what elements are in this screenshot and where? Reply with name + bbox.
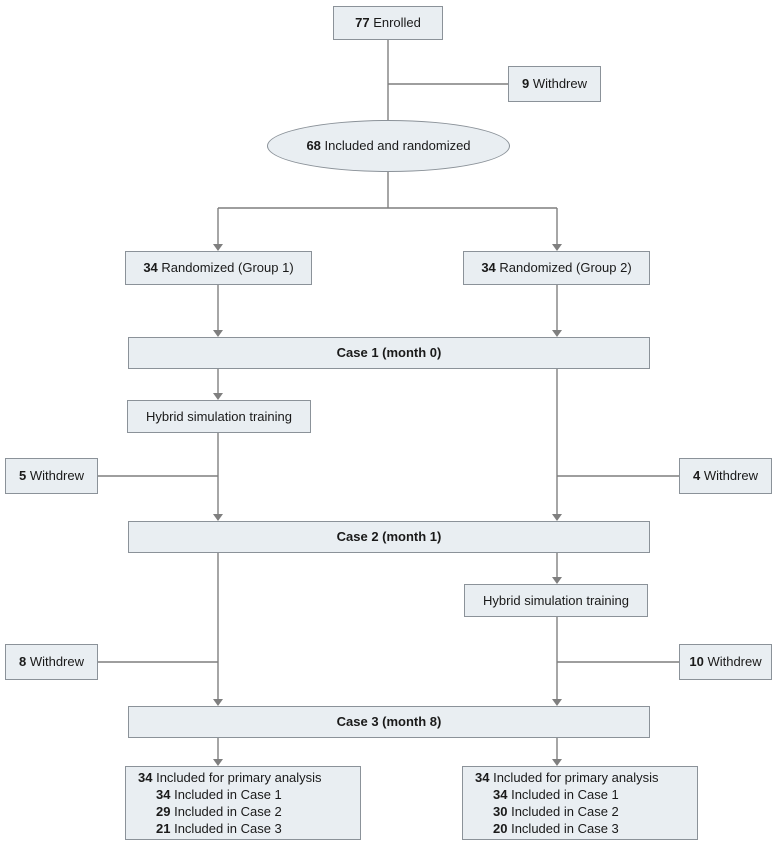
withdrew-left-1-text: Withdrew [29, 468, 85, 484]
node-final-group2: 34 Included for primary analysis 34 Incl… [462, 766, 698, 840]
final-group2-line-4: 20 Included in Case 3 [493, 821, 619, 836]
withdrew-left-2-text: Withdrew [29, 654, 85, 670]
withdrew-top-text: Withdrew [532, 76, 588, 92]
arrowheads [213, 244, 562, 766]
withdrew-left-1-label: 5 Withdrew [19, 468, 84, 484]
enrolled-label: 77 Enrolled [355, 15, 421, 31]
node-hybrid-training-group2: Hybrid simulation training [464, 584, 648, 617]
withdrew-right-2-text: Withdrew [707, 654, 762, 670]
group2-count: 34 [481, 260, 496, 276]
withdrew-left-2-label: 8 Withdrew [19, 654, 84, 670]
withdrew-left-2-count: 8 [18, 654, 27, 670]
randomized-label: 68 Included and randomized [306, 138, 470, 154]
group1-text: Randomized (Group 1) [161, 260, 294, 276]
final-group1-line-3: 29 Included in Case 2 [156, 804, 282, 819]
withdrew-right-1-text: Withdrew [703, 468, 759, 484]
enrolled-text: Enrolled [373, 15, 421, 31]
flow-lines [98, 40, 679, 760]
withdrew-right-1-label: 4 Withdrew [693, 468, 758, 484]
withdrew-left-1-count: 5 [18, 468, 27, 484]
final-group2-line-1: 34 Included for primary analysis [475, 770, 659, 785]
node-group1: 34 Randomized (Group 1) [125, 251, 312, 285]
node-withdrew-top: 9 Withdrew [508, 66, 601, 102]
group2-text: Randomized (Group 2) [499, 260, 632, 276]
enrolled-count: 77 [355, 15, 370, 31]
node-randomized: 68 Included and randomized [267, 120, 510, 172]
case1-label: Case 1 (month 0) [336, 345, 442, 361]
randomized-text: Included and randomized [324, 138, 471, 154]
node-case3: Case 3 (month 8) [128, 706, 650, 738]
final-group1-line-2: 34 Included in Case 1 [156, 787, 282, 802]
node-final-group1: 34 Included for primary analysis 34 Incl… [125, 766, 361, 840]
node-group2: 34 Randomized (Group 2) [463, 251, 650, 285]
final-group1-line-4: 21 Included in Case 3 [156, 821, 282, 836]
node-enrolled: 77 Enrolled [333, 6, 443, 40]
randomized-count: 68 [306, 138, 321, 154]
hybrid-group2-label: Hybrid simulation training [483, 592, 629, 608]
case2-label: Case 2 (month 1) [336, 529, 442, 545]
withdrew-top-label: 9 Withdrew [522, 76, 587, 92]
case3-label: Case 3 (month 8) [336, 714, 442, 730]
withdrew-right-1-count: 4 [692, 468, 701, 484]
final-group1-line-1: 34 Included for primary analysis [138, 770, 322, 785]
withdrew-right-2-label: 10 Withdrew [689, 654, 761, 670]
node-withdrew-right-2: 10 Withdrew [679, 644, 772, 680]
withdrew-right-2-count: 10 [689, 654, 704, 670]
group2-label: 34 Randomized (Group 2) [481, 260, 631, 276]
withdrew-top-count: 9 [521, 76, 530, 92]
group1-label: 34 Randomized (Group 1) [143, 260, 293, 276]
node-withdrew-right-1: 4 Withdrew [679, 458, 772, 494]
final-group2-line-2: 34 Included in Case 1 [493, 787, 619, 802]
node-case2: Case 2 (month 1) [128, 521, 650, 553]
hybrid-group1-label: Hybrid simulation training [146, 408, 292, 424]
node-hybrid-training-group1: Hybrid simulation training [127, 400, 311, 433]
final-group2-line-3: 30 Included in Case 2 [493, 804, 619, 819]
group1-count: 34 [143, 260, 158, 276]
node-case1: Case 1 (month 0) [128, 337, 650, 369]
node-withdrew-left-1: 5 Withdrew [5, 458, 98, 494]
node-withdrew-left-2: 8 Withdrew [5, 644, 98, 680]
